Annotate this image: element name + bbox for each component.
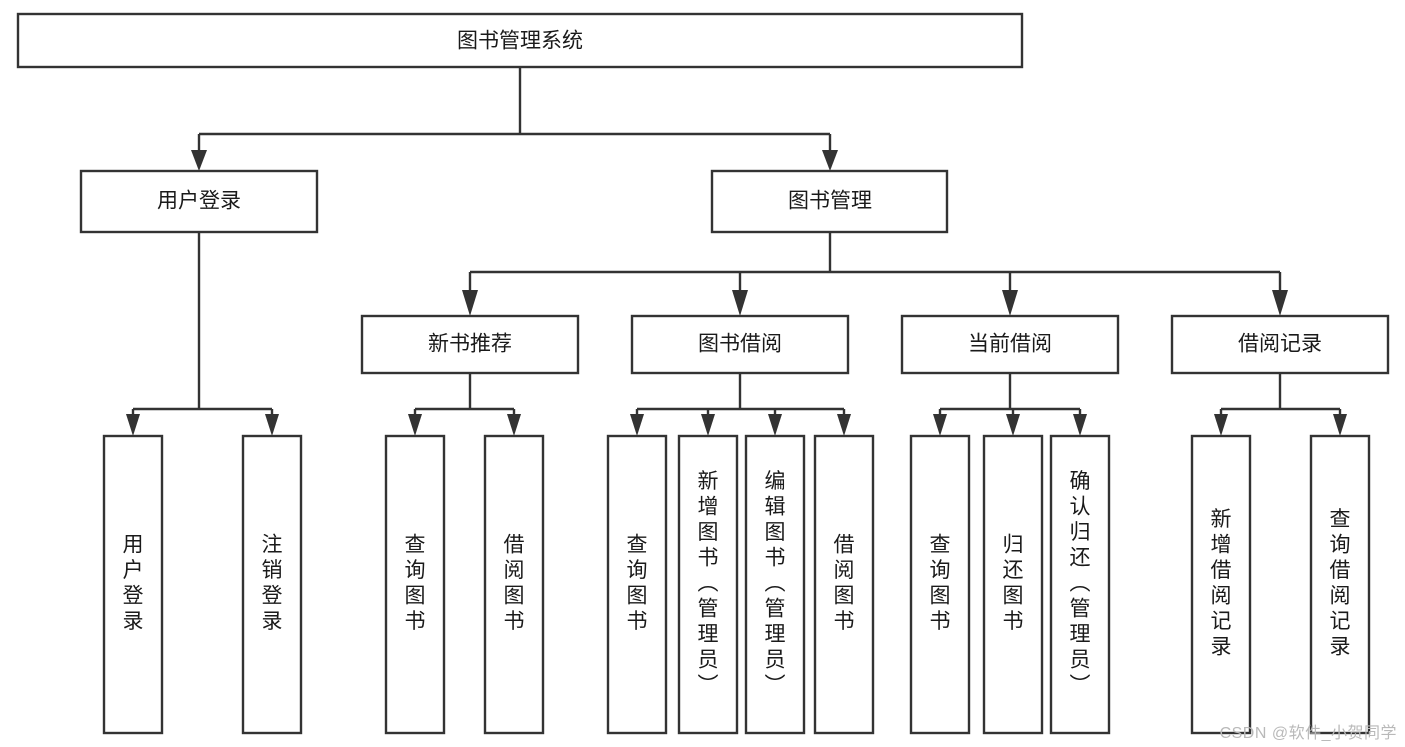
- leaf-query-book-1-box[interactable]: [384, 434, 446, 735]
- connectors-borrowrecord-to-leaves: [1214, 373, 1347, 436]
- arrowhead-leaf-borrow-book-1: [507, 414, 521, 436]
- leaf-edit-book-admin-box[interactable]: [744, 434, 806, 735]
- node-user-login-box[interactable]: [79, 169, 319, 234]
- node-current-borrow[interactable]: 当前借阅: [900, 314, 1120, 375]
- arrowhead-leaf-user-login: [126, 414, 140, 436]
- arrowhead-leaf-logout-login: [265, 414, 279, 436]
- leaf-query-book-1[interactable]: 查询图书: [384, 434, 446, 735]
- leaf-user-login-box[interactable]: [102, 434, 164, 735]
- connectors-userlogin-to-leaves: [126, 232, 279, 436]
- arrowhead-new-book-rec: [462, 290, 478, 316]
- leaf-logout-login-box[interactable]: [241, 434, 303, 735]
- leaf-logout-login-label: 注销登录: [262, 534, 283, 634]
- node-book-borrow-box[interactable]: [630, 314, 850, 375]
- leaf-borrow-book-2[interactable]: 借阅图书: [813, 434, 875, 735]
- leaf-return-book-label: 归还图书: [1003, 534, 1024, 634]
- leaf-query-book-3-label: 查询图书: [930, 534, 951, 634]
- leaf-query-book-2-box[interactable]: [606, 434, 668, 735]
- leaf-borrow-book-1[interactable]: 借阅图书: [483, 434, 545, 735]
- leaf-query-book-2-label: 查询图书: [627, 534, 648, 634]
- arrowhead-current-borrow: [1002, 290, 1018, 316]
- arrowhead-borrow-record: [1272, 290, 1288, 316]
- node-borrow-record[interactable]: 借阅记录: [1170, 314, 1390, 375]
- node-book-manage[interactable]: 图书管理: [710, 169, 949, 234]
- leaf-query-book-3-box[interactable]: [909, 434, 971, 735]
- leaf-add-borrow-rec-label: 新增借阅记录: [1211, 508, 1232, 659]
- leaf-return-book-box[interactable]: [982, 434, 1044, 735]
- connectors-currentborrow-to-leaves: [933, 373, 1087, 436]
- node-current-borrow-box[interactable]: [900, 314, 1120, 375]
- connectors-newbookrec-to-leaves: [408, 373, 521, 436]
- arrowhead-leaf-confirm-return: [1073, 414, 1087, 436]
- arrowhead-user-login: [191, 150, 207, 171]
- leaf-logout-login[interactable]: 注销登录: [241, 434, 303, 735]
- arrowhead-leaf-borrow-book-2: [837, 414, 851, 436]
- leaf-user-login-label: 用户登录: [123, 534, 144, 634]
- leaf-edit-book-admin[interactable]: 编辑图书︵管理员︶: [744, 434, 806, 735]
- leaf-confirm-return[interactable]: 确认归还︵管理员︶: [1049, 434, 1111, 735]
- leaf-query-book-2[interactable]: 查询图书: [606, 434, 668, 735]
- arrowhead-leaf-add-borrow-rec: [1214, 414, 1228, 436]
- leaf-add-borrow-rec-box[interactable]: [1190, 434, 1252, 735]
- arrowhead-leaf-return-book: [1006, 414, 1020, 436]
- leaf-query-borrow-rec[interactable]: 查询借阅记录: [1309, 434, 1371, 735]
- leaf-borrow-book-2-box[interactable]: [813, 434, 875, 735]
- node-current-borrow-label: 当前借阅: [968, 333, 1052, 356]
- arrowhead-leaf-query-borrow-rec: [1333, 414, 1347, 436]
- leaf-nodes-layer: 用户登录 注销登录 查询图书 借阅图书 查询图书 新增图书︵管理员︶ 编辑图书︵管理员︶ 借阅…: [102, 434, 1371, 735]
- node-user-login[interactable]: 用户登录: [79, 169, 319, 234]
- leaf-query-borrow-rec-box[interactable]: [1309, 434, 1371, 735]
- leaf-confirm-return-label: 确认归还︵管理员︶: [1070, 470, 1091, 697]
- arrowhead-leaf-query-book-1: [408, 414, 422, 436]
- connectors-bookmanage-to-level3: [462, 232, 1288, 316]
- node-book-borrow[interactable]: 图书借阅: [630, 314, 850, 375]
- leaf-add-borrow-rec[interactable]: 新增借阅记录: [1190, 434, 1252, 735]
- node-borrow-record-box[interactable]: [1170, 314, 1390, 375]
- leaf-add-book-admin-box[interactable]: [677, 434, 739, 735]
- node-root-box[interactable]: [16, 12, 1024, 69]
- arrowhead-leaf-query-book-3: [933, 414, 947, 436]
- leaf-borrow-book-2-label: 借阅图书: [834, 534, 855, 634]
- leaf-edit-book-admin-label: 编辑图书︵管理员︶: [765, 470, 786, 697]
- node-new-book-rec-box[interactable]: [360, 314, 580, 375]
- node-new-book-rec-label: 新书推荐: [428, 333, 512, 356]
- leaf-return-book[interactable]: 归还图书: [982, 434, 1044, 735]
- node-root[interactable]: 图书管理系统: [16, 12, 1024, 69]
- node-borrow-record-label: 借阅记录: [1238, 333, 1322, 356]
- connectors-bookborrow-to-leaves: [630, 373, 851, 436]
- node-new-book-rec[interactable]: 新书推荐: [360, 314, 580, 375]
- leaf-confirm-return-box[interactable]: [1049, 434, 1111, 735]
- leaf-query-book-3[interactable]: 查询图书: [909, 434, 971, 735]
- arrowhead-leaf-edit-book-admin: [768, 414, 782, 436]
- leaf-query-borrow-rec-label: 查询借阅记录: [1330, 508, 1351, 659]
- leaf-borrow-book-1-box[interactable]: [483, 434, 545, 735]
- leaf-add-book-admin[interactable]: 新增图书︵管理员︶: [677, 434, 739, 735]
- node-root-label: 图书管理系统: [457, 30, 583, 53]
- arrowhead-book-manage: [822, 150, 838, 171]
- connectors-root-to-level2: [191, 67, 838, 171]
- leaf-query-book-1-label: 查询图书: [405, 534, 426, 634]
- node-user-login-label: 用户登录: [157, 190, 241, 213]
- node-book-manage-box[interactable]: [710, 169, 949, 234]
- node-book-manage-label: 图书管理: [788, 190, 872, 213]
- leaf-borrow-book-1-label: 借阅图书: [504, 534, 525, 634]
- arrowhead-book-borrow: [732, 290, 748, 316]
- arrowhead-leaf-query-book-2: [630, 414, 644, 436]
- node-book-borrow-label: 图书借阅: [698, 333, 782, 356]
- arrowhead-leaf-add-book-admin: [701, 414, 715, 436]
- leaf-add-book-admin-label: 新增图书︵管理员︶: [698, 470, 719, 697]
- leaf-user-login[interactable]: 用户登录: [102, 434, 164, 735]
